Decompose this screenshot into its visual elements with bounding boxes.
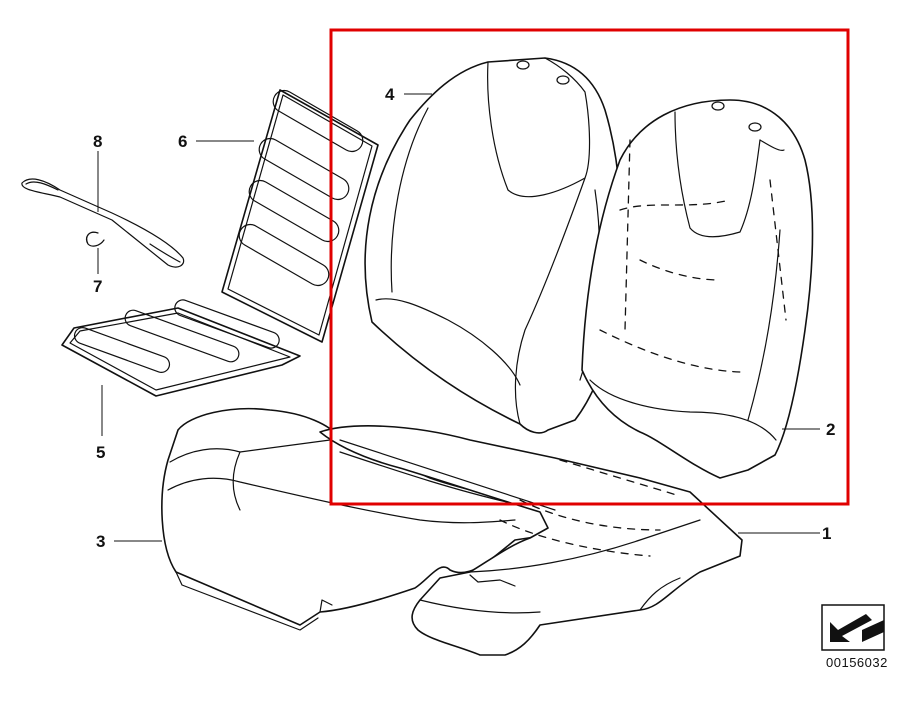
backrest-heating-element-part [221, 89, 379, 343]
callout-7: 7 [93, 277, 102, 296]
seat-heating-element-part [61, 299, 301, 397]
callout-4: 4 [385, 85, 395, 104]
backrest-pad-inner-part [581, 99, 814, 479]
wire-cable-part [21, 178, 185, 268]
callout-8: 8 [93, 132, 102, 151]
callout-6: 6 [178, 132, 187, 151]
callout-1: 1 [822, 524, 831, 543]
reference-number: 00156032 [826, 655, 888, 670]
backrest-cover-part [364, 57, 622, 434]
reference-arrow-icon [821, 604, 885, 651]
callout-5: 5 [96, 443, 105, 462]
callout-2: 2 [826, 420, 835, 439]
highlight-box [329, 28, 850, 506]
callout-3: 3 [96, 532, 105, 551]
clip-part [85, 231, 105, 247]
seat-frame-foam-part [319, 425, 743, 656]
